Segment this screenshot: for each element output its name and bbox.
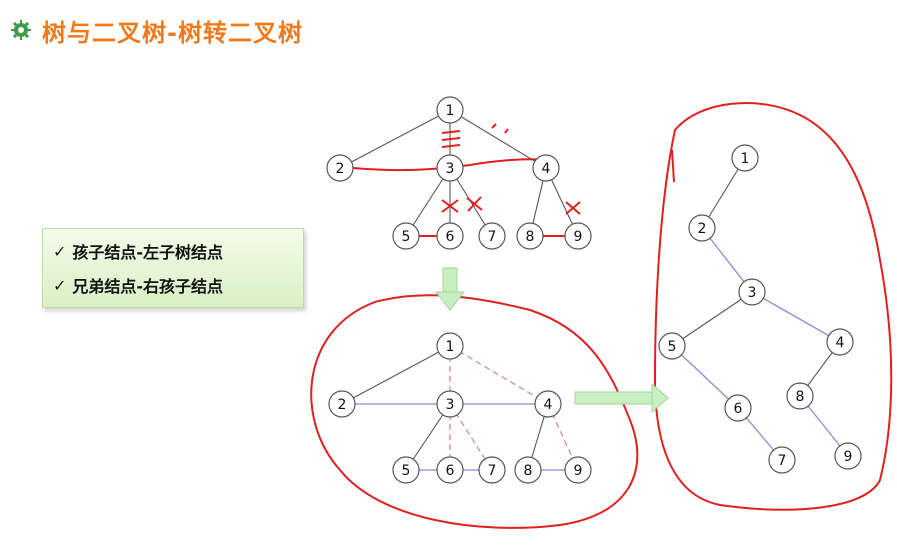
page-title: 树与二叉树-树转二叉树 (42, 18, 303, 47)
original-node-5: 5 (392, 222, 420, 250)
original-node-7: 7 (478, 222, 506, 250)
annotation-loop-intermediate (310, 294, 639, 529)
node-label: 5 (402, 229, 411, 245)
binary-node-8: 8 (786, 382, 814, 410)
node-label: 1 (741, 151, 750, 167)
original-tree-nodes: 1 2 3 4 5 6 7 8 9 (326, 96, 592, 250)
rule-child-to-left: ✓ 孩子结点-左子树结点 (53, 239, 223, 263)
node-label: 7 (778, 453, 787, 469)
node-label: 4 (836, 335, 845, 351)
check-icon: ✓ (53, 275, 67, 295)
down-arrow-icon (434, 267, 466, 311)
intermediate-node-1: 1 (436, 332, 464, 360)
intermediate-node-9: 9 (564, 456, 592, 484)
intermediate-node-3: 3 (436, 390, 464, 418)
node-label: 4 (542, 161, 551, 177)
node-label: 6 (734, 401, 743, 417)
node-label: 8 (796, 389, 805, 405)
binary-node-1: 1 (731, 144, 759, 172)
node-label: 2 (698, 221, 707, 237)
binary-tree-child-edges (671, 157, 841, 397)
rule-label: 兄弟结点-右孩子结点 (72, 277, 224, 296)
annotation-tick (671, 149, 675, 183)
gear-flower-icon (11, 20, 31, 40)
node-label: 8 (526, 229, 535, 245)
binary-node-9: 9 (834, 442, 862, 470)
title-bar: 树与二叉树-树转二叉树 (10, 12, 303, 48)
intermediate-node-6: 6 (436, 456, 464, 484)
original-node-2: 2 (326, 154, 354, 182)
intermediate-node-4: 4 (534, 390, 562, 418)
node-label: 2 (338, 397, 347, 413)
rule-label: 孩子结点-左子树结点 (72, 243, 224, 262)
node-label: 3 (446, 161, 455, 177)
intermediate-node-8: 8 (514, 456, 542, 484)
original-node-4: 4 (532, 154, 560, 182)
binary-node-7: 7 (768, 446, 796, 474)
binary-node-5: 5 (658, 332, 686, 360)
node-label: 8 (524, 463, 533, 479)
check-icon: ✓ (53, 241, 67, 261)
binary-node-6: 6 (724, 394, 752, 422)
node-label: 5 (402, 463, 411, 479)
node-label: 2 (336, 161, 345, 177)
binary-node-2: 2 (688, 214, 716, 242)
node-label: 7 (488, 229, 497, 245)
node-label: 9 (574, 463, 583, 479)
original-node-9: 9 (564, 222, 592, 250)
binary-node-4: 4 (826, 328, 854, 356)
node-label: 6 (446, 463, 455, 479)
node-label: 1 (446, 339, 455, 355)
node-label: 9 (574, 229, 583, 245)
binary-tree-nodes: 1 2 3 4 5 6 7 8 9 (658, 144, 862, 474)
original-node-1: 1 (436, 96, 464, 124)
node-label: 7 (488, 463, 497, 479)
original-node-3: 3 (436, 154, 464, 182)
rules-box: ✓ 孩子结点-左子树结点 ✓ 兄弟结点-右孩子结点 (42, 228, 304, 308)
original-node-8: 8 (516, 222, 544, 250)
node-label: 1 (446, 103, 455, 119)
annotation-loop-binary (653, 102, 893, 511)
intermediate-node-7: 7 (478, 456, 506, 484)
node-label: 3 (748, 285, 757, 301)
intermediate-node-5: 5 (392, 456, 420, 484)
node-label: 5 (668, 339, 677, 355)
node-label: 3 (446, 397, 455, 413)
node-label: 6 (446, 229, 455, 245)
intermediate-tree-nodes: 1 2 3 4 5 6 7 8 9 (328, 332, 592, 484)
intermediate-node-2: 2 (328, 390, 356, 418)
node-label: 9 (844, 449, 853, 465)
rule-sibling-to-right: ✓ 兄弟结点-右孩子结点 (53, 273, 223, 297)
right-arrow-icon (574, 382, 669, 414)
node-label: 4 (544, 397, 553, 413)
binary-tree-right-edges (671, 227, 849, 461)
original-node-6: 6 (436, 222, 464, 250)
binary-node-3: 3 (738, 278, 766, 306)
